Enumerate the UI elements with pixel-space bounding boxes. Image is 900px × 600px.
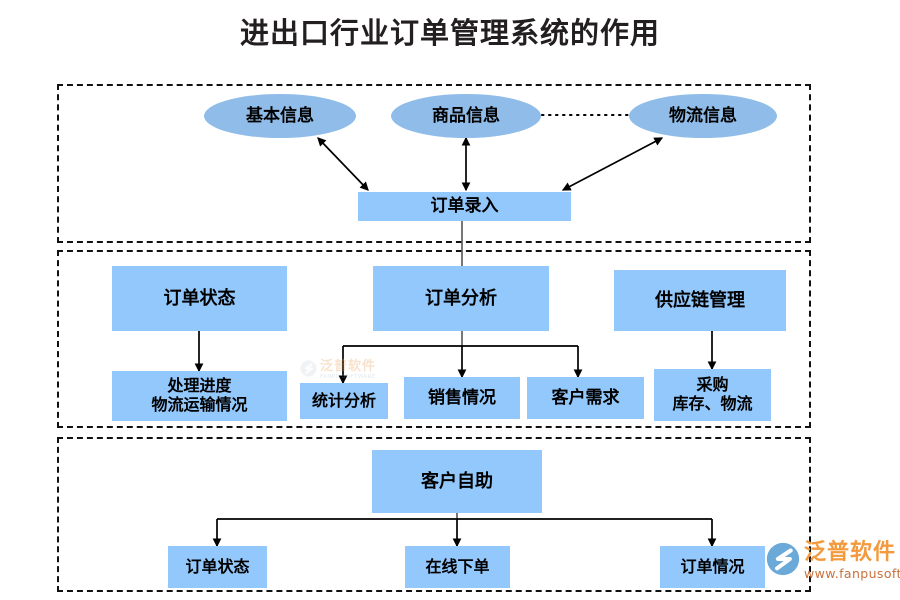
node-customer-demand-label: 客户需求 — [551, 387, 620, 408]
brand-watermark-url: www.fanpusoft.com — [804, 566, 900, 581]
node-order-entry[interactable]: 订单录入 — [358, 192, 571, 221]
node-purchase-inventory-label: 采购 库存、物流 — [672, 375, 753, 413]
node-purchase-inventory[interactable]: 采购 库存、物流 — [654, 369, 771, 421]
node-logistics-info[interactable]: 物流信息 — [629, 94, 777, 138]
customer-self-service-section — [57, 437, 811, 592]
node-order-situation[interactable]: 订单情况 — [660, 546, 765, 588]
order-entry-section — [57, 84, 811, 243]
node-progress-logistics[interactable]: 处理进度 物流运输情况 — [112, 371, 287, 421]
node-order-status-mid-label: 订单状态 — [163, 287, 236, 309]
node-logistics-info-label: 物流信息 — [669, 105, 737, 126]
node-order-entry-label: 订单录入 — [430, 196, 499, 217]
order-processing-section — [57, 250, 811, 428]
node-order-analysis-label: 订单分析 — [425, 287, 497, 309]
node-order-status-bottom-label: 订单状态 — [185, 556, 250, 576]
page-title: 进出口行业订单管理系统的作用 — [239, 16, 660, 50]
brand-watermark-name: 泛普软件 — [804, 540, 897, 565]
node-customer-demand[interactable]: 客户需求 — [527, 377, 644, 419]
node-online-order-label: 在线下单 — [425, 556, 490, 576]
node-sales-label: 销售情况 — [428, 387, 496, 408]
node-order-status-mid[interactable]: 订单状态 — [112, 266, 287, 331]
node-progress-logistics-label: 处理进度 物流运输情况 — [151, 376, 248, 414]
node-order-situation-label: 订单情况 — [680, 556, 745, 576]
node-basic-info-label: 基本信息 — [246, 105, 314, 126]
node-product-info[interactable]: 商品信息 — [391, 94, 541, 138]
node-order-status-bottom[interactable]: 订单状态 — [168, 546, 267, 588]
node-online-order[interactable]: 在线下单 — [405, 546, 510, 588]
node-product-info-label: 商品信息 — [432, 105, 500, 126]
node-order-analysis[interactable]: 订单分析 — [373, 266, 549, 331]
node-sales[interactable]: 销售情况 — [404, 377, 520, 419]
node-supply-chain[interactable]: 供应链管理 — [614, 270, 786, 331]
node-supply-chain-label: 供应链管理 — [655, 289, 745, 311]
node-customer-self-service-label: 客户自助 — [421, 470, 493, 492]
brand-watermark-text: 泛普软件 www.fanpusoft.com — [804, 542, 900, 581]
node-basic-info[interactable]: 基本信息 — [204, 94, 356, 138]
node-statistics-label: 统计分析 — [311, 390, 376, 410]
node-statistics[interactable]: 统计分析 — [300, 383, 388, 419]
node-customer-self-service[interactable]: 客户自助 — [372, 450, 542, 513]
